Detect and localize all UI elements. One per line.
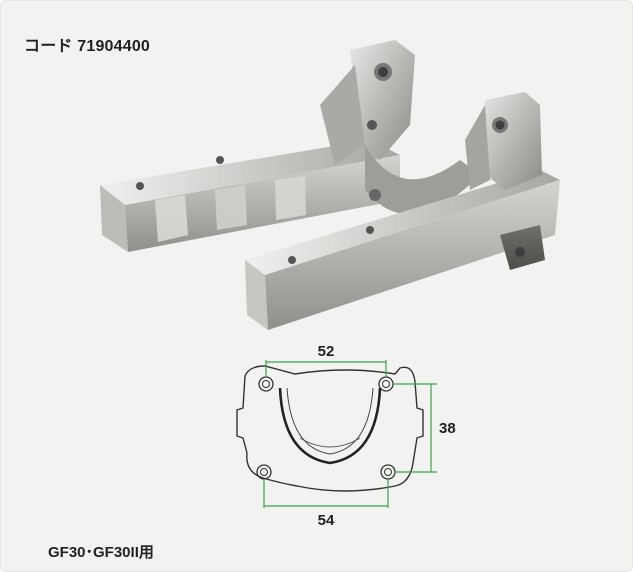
bolt-holes	[256, 376, 396, 480]
dimension-top-label: 52	[318, 343, 335, 360]
dimension-top	[265, 360, 387, 377]
aluminum-bracket-photo	[100, 40, 560, 330]
dimension-diagram: 52 38 54	[236, 343, 456, 528]
dimension-bottom	[263, 479, 389, 508]
dimension-bottom-label: 54	[318, 512, 335, 528]
compatible-model-label: GF30･GF30II用	[48, 544, 154, 561]
plate-outline	[236, 365, 424, 492]
dimension-right	[393, 383, 437, 473]
product-code-label: コード 71904400	[24, 38, 151, 55]
cradle-arc	[278, 387, 382, 465]
dimension-right-label: 38	[439, 420, 456, 437]
